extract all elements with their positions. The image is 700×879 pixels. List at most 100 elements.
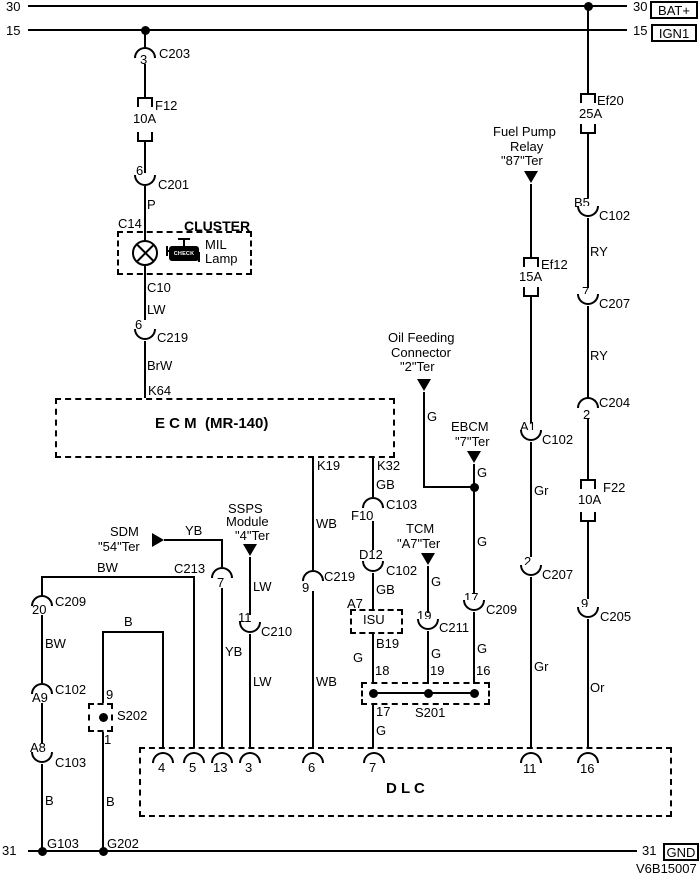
- fuse-f12: [137, 97, 153, 142]
- label-wire-yb-1: YB: [185, 523, 203, 538]
- wire-b-dlc: [162, 631, 164, 748]
- label-f22-amp: 10A: [578, 492, 602, 507]
- connector-dlc-6-arc: [302, 752, 324, 763]
- pin-c201-6: 6: [136, 163, 144, 178]
- wire-ssps-1: [249, 557, 251, 615]
- label-wire-g-isu: G: [353, 650, 364, 665]
- wire-fuel-4: [530, 577, 532, 748]
- pin-dlc-7: 7: [369, 760, 377, 775]
- label-oil-feeding-3: "2"Ter: [400, 359, 435, 374]
- connector-c102-d12-arc: [362, 561, 384, 572]
- connector-c204-arc: [577, 397, 599, 408]
- wire-mil-6: [144, 341, 146, 398]
- wire-s202-2: [102, 732, 104, 851]
- label-c102-b5: C102: [599, 208, 631, 223]
- pin-s201-16: 16: [476, 663, 491, 678]
- pin-c219-6: 6: [135, 317, 143, 332]
- tcm-ref-triangle: [421, 553, 435, 565]
- pin-s201-19: 19: [430, 663, 445, 678]
- pin-isu-b19: B19: [376, 636, 400, 651]
- connector-dlc-3-arc: [239, 752, 261, 763]
- fuse-ef12-bottom-bracket: [523, 287, 539, 297]
- connector-c211-arc: [417, 619, 439, 630]
- label-bus-31-right: 31: [642, 843, 657, 858]
- pin-c103-f10: F10: [351, 508, 374, 523]
- check-engine-body: CHECK: [169, 246, 199, 261]
- wire-mil-4: [144, 186, 146, 241]
- pin-dlc-4: 4: [158, 760, 166, 775]
- pin-c219-9: 9: [302, 580, 310, 595]
- label-c102-d12: C102: [386, 563, 418, 578]
- label-wire-bw-1: BW: [97, 560, 118, 575]
- mil-lamp-symbol: [132, 240, 158, 266]
- label-tcm-2: "A7"Ter: [397, 536, 441, 551]
- dlc-box: [139, 747, 672, 817]
- label-bus-31-left: 31: [2, 843, 17, 858]
- junction-bus15-mil: [141, 26, 150, 35]
- connector-c203-arc: [134, 47, 156, 58]
- wire-batt-2: [587, 134, 589, 198]
- fuse-ef12: [523, 257, 539, 297]
- label-ebcm-2: "7"Ter: [455, 434, 490, 449]
- wire-ebcm-3: [473, 612, 475, 684]
- wire-gnd-left-3: [41, 703, 43, 744]
- label-sdm-1: SDM: [110, 524, 139, 539]
- wire-sdm-2: [221, 539, 223, 567]
- wire-fuel-2: [530, 297, 532, 423]
- label-wire-g-oil: G: [427, 409, 438, 424]
- label-wire-g-ebcm-2: G: [477, 534, 488, 549]
- label-fuel-pump-1: Fuel Pump: [493, 124, 556, 139]
- fuel-pump-ref-triangle: [524, 171, 538, 183]
- label-lamp: Lamp: [205, 251, 238, 266]
- label-wire-ry-2: RY: [590, 348, 608, 363]
- label-c209-17: C209: [486, 602, 518, 617]
- junction-s201-19: [424, 689, 433, 698]
- pin-dlc-6: 6: [308, 760, 316, 775]
- fuse-f22: [580, 479, 596, 522]
- wire-mil-3: [144, 142, 146, 173]
- oil-feeding-ref-triangle: [417, 379, 431, 391]
- label-c102-a1: C102: [542, 432, 574, 447]
- wire-oil-2: [423, 486, 475, 488]
- wire-sdm-3: [221, 588, 223, 748]
- wire-sdm-1: [164, 539, 222, 541]
- wire-bw-horiz: [41, 576, 195, 578]
- label-bus-15-right: 15: [633, 23, 648, 38]
- label-oil-feeding-2: Connector: [391, 345, 451, 360]
- wire-k19-1: [312, 458, 314, 570]
- label-c219-1: C219: [157, 330, 189, 345]
- pin-dlc-16: 16: [580, 761, 595, 776]
- label-wire-p: P: [147, 197, 156, 212]
- label-wire-lw-1: LW: [147, 302, 166, 317]
- wire-ebcm-2: [473, 487, 475, 594]
- label-c207-7: C207: [599, 296, 631, 311]
- label-c103-a8: C103: [55, 755, 87, 770]
- wire-mil-2: [144, 64, 146, 98]
- cluster-box: [117, 231, 252, 275]
- label-sdm-2: "54"Ter: [98, 539, 140, 554]
- box-batt-plus: BAT+: [650, 1, 698, 19]
- wire-b-horiz: [102, 631, 164, 633]
- ebcm-ref-triangle: [467, 451, 481, 463]
- connector-c103-a8-arc: [31, 752, 53, 763]
- wire-tcm-2: [427, 631, 429, 684]
- pin-dlc-3: 3: [245, 760, 253, 775]
- label-wire-bw-2: BW: [45, 636, 66, 651]
- wire-batt-1: [587, 7, 589, 94]
- label-ef20-amp: 25A: [579, 106, 603, 121]
- check-engine-detail: [183, 238, 185, 247]
- connector-c207-2-arc: [520, 565, 542, 576]
- check-engine-text: CHECK: [173, 250, 195, 257]
- connector-c213-arc: [211, 567, 233, 578]
- connector-c102-a9-arc: [31, 683, 53, 694]
- pin-c213-7: 7: [217, 575, 225, 590]
- wire-batt-5: [587, 418, 589, 480]
- pin-c209-20: 20: [32, 602, 47, 617]
- wire-oil-1: [423, 392, 425, 488]
- wire-tcm-1: [427, 566, 429, 613]
- connector-dlc-16-arc: [577, 752, 599, 763]
- wire-mil-5: [144, 266, 146, 320]
- junction-s202: [99, 713, 108, 722]
- label-c209-20: C209: [55, 594, 87, 609]
- wire-mil-1: [144, 31, 146, 48]
